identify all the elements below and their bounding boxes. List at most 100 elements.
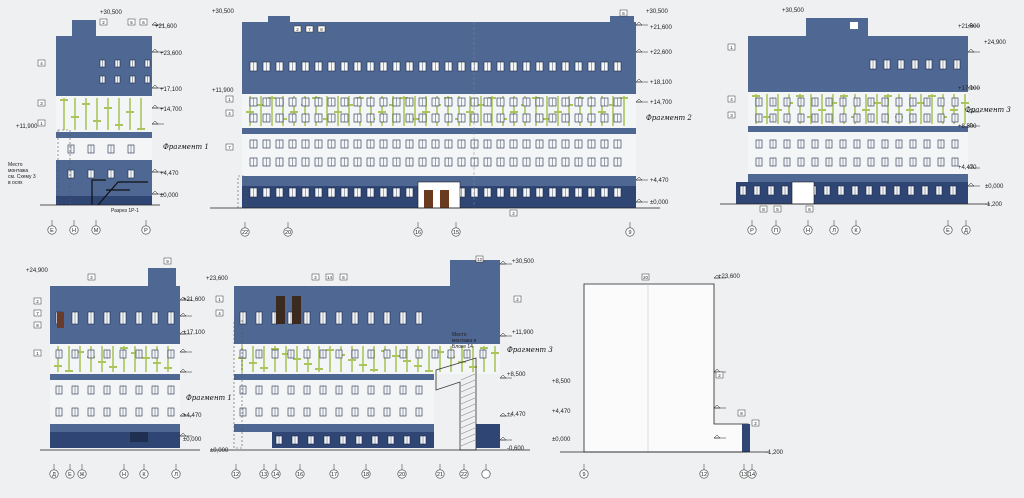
axis-label: 21: [437, 472, 443, 478]
decor-bar: [601, 96, 603, 126]
mark-label: 20: [643, 275, 649, 280]
hatch-line: [460, 427, 476, 435]
decor-bar: [260, 96, 262, 126]
axis-bubble: [747, 469, 757, 479]
decor-bar: [145, 346, 147, 372]
level-triangle: [179, 330, 187, 335]
level-mark: +30,500: [212, 9, 234, 15]
mark-box: [325, 273, 334, 281]
decor-bar: [140, 98, 142, 130]
mark-label: 1: [228, 97, 231, 102]
decor-bar: [118, 98, 120, 130]
mark-box: [513, 295, 522, 303]
roof-box: [450, 260, 500, 286]
level-mark: ±0,000: [650, 200, 669, 206]
axis-label: 20: [285, 230, 291, 236]
annotation-note: Место монтажа в Блоке 14: [452, 332, 477, 350]
level-mark: +21,600: [155, 24, 177, 30]
belt: [50, 424, 180, 432]
axis-label: Р: [750, 228, 754, 234]
decor-bar: [90, 346, 92, 372]
decor-bar: [351, 346, 353, 372]
decor-bar: [392, 96, 394, 126]
decor-bar: [810, 94, 812, 124]
mark-box: [759, 205, 768, 213]
axis-bubble: [625, 227, 635, 237]
decor-bar: [953, 94, 955, 124]
light-band: [748, 132, 968, 174]
ground-wall: [50, 432, 180, 448]
level-mark: +18,100: [650, 80, 672, 86]
decor-bar: [469, 96, 471, 126]
axis-label: 16: [297, 472, 303, 478]
decor-bar: [843, 94, 845, 124]
axis-bubble: [747, 225, 757, 235]
level-mark: +17,100: [183, 330, 205, 336]
decor-bar: [123, 346, 125, 372]
decor-bar: [74, 98, 76, 130]
level-triangle: [179, 348, 187, 353]
level-triangle: [179, 296, 187, 301]
axis-bubble: [943, 225, 953, 235]
axis-label: Л: [174, 472, 178, 478]
mark-box: [317, 25, 326, 33]
roof-box: [806, 18, 868, 38]
decor-bar: [271, 96, 273, 126]
decor-bar: [854, 94, 856, 124]
decor-bar: [865, 94, 867, 124]
axis-bubble: [141, 225, 151, 235]
axis-label: Ж: [79, 472, 84, 478]
axis-bubble: [91, 225, 101, 235]
level-triangle: [151, 104, 159, 109]
mark-label: 8: [36, 323, 39, 328]
axis-bubble: [271, 469, 281, 479]
decor-bar: [373, 346, 375, 372]
decor-bar: [821, 94, 823, 124]
level-triangle: [967, 84, 975, 89]
stair-tower: [148, 268, 176, 288]
level-triangle: [499, 374, 507, 379]
axis-bubble: [803, 225, 813, 235]
decor-bar: [79, 346, 81, 372]
decor-bar: [85, 98, 87, 130]
axis-bubble: [413, 227, 423, 237]
level-triangle: [151, 120, 159, 125]
belt: [748, 126, 968, 132]
mark-box: [805, 205, 814, 213]
decor-bar: [942, 94, 944, 124]
axis-label: 18: [363, 472, 369, 478]
axis-label: 20: [399, 472, 405, 478]
entrance-portal: [791, 181, 815, 205]
level-mark: +21,600: [183, 297, 205, 303]
mark-label: 2: [296, 27, 299, 32]
decor-bar: [428, 346, 430, 372]
decor-bar: [557, 96, 559, 126]
decor-bar: [107, 98, 109, 130]
axis-bubble: [231, 469, 241, 479]
decor-bar: [403, 96, 405, 126]
hatched-section: [233, 319, 243, 449]
mark-box: [641, 273, 650, 281]
mark-label: 12: [477, 257, 483, 262]
decor-bar: [439, 346, 441, 372]
decor-bar: [406, 346, 408, 372]
mark-label: 8: [740, 411, 743, 416]
level-mark: ±0,000: [985, 184, 1004, 190]
level-triangle: [499, 260, 507, 265]
mark-box: [311, 273, 320, 281]
level-mark: +24,900: [984, 40, 1006, 46]
stair-tower: [72, 20, 96, 38]
axis-bubble: [65, 469, 75, 479]
decor-bar: [590, 96, 592, 126]
decor-bar: [384, 346, 386, 372]
mark-label: 7: [228, 145, 231, 150]
belt: [234, 424, 434, 432]
level-triangle: [151, 168, 159, 173]
mark-box: [163, 257, 172, 265]
axis-label: Н: [72, 228, 76, 234]
decor-bar: [274, 346, 276, 372]
